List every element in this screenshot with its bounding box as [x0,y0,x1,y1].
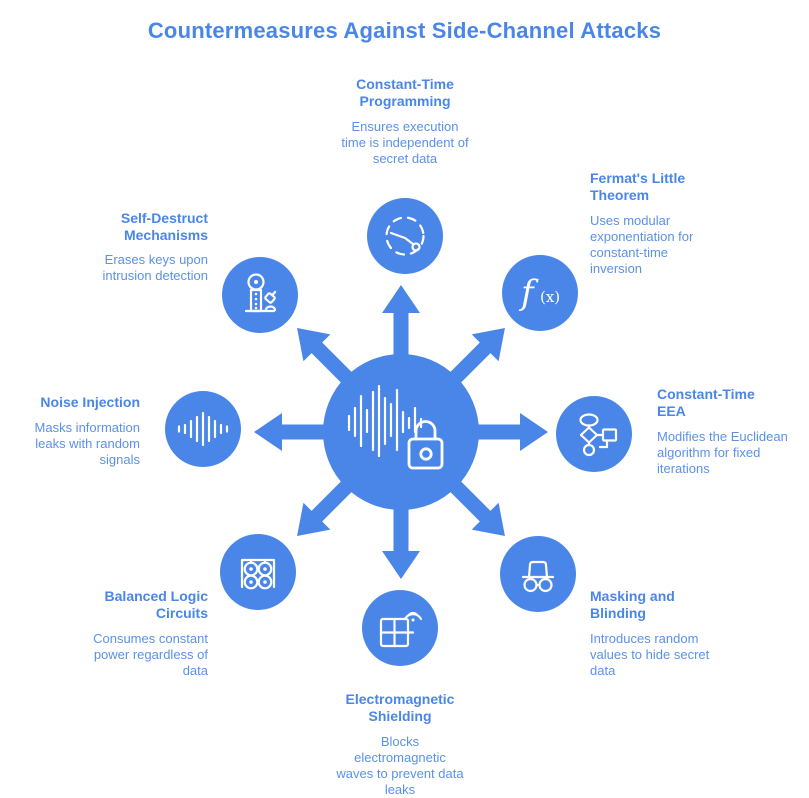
node-description: Masks information leaks with random sign… [34,420,140,467]
center-hub [254,285,548,579]
arrow-down [382,502,420,579]
node-description: Uses modular exponentiation for constant… [590,213,694,276]
detonator-icon [222,257,298,333]
timer-icon [367,198,443,274]
node-noise-injection: Noise Injection Masks information leaks … [20,394,140,468]
arrow-down-right [446,477,505,536]
function-icon: f (x) [502,255,578,331]
node-description: Modifies the Euclidean algorithm for fix… [657,429,788,476]
node-title: Noise Injection [40,394,140,410]
waveform-lock-icon [347,384,444,470]
node-title: Balanced Logic Circuits [104,588,208,621]
node-title: Constant-Time Programming [356,76,454,109]
node-balanced-logic-circuits: Balanced Logic Circuits Consumes constan… [58,588,208,679]
node-constant-time-eea: Constant-Time EEA Modifies the Euclidean… [657,386,807,477]
center-circle [323,354,479,510]
node-masking-and-blinding: Masking and Blinding Introduces random v… [590,588,730,679]
node-title: Electromagnetic Shielding [345,691,455,724]
audio-waveform-icon [165,391,241,467]
node-title: Self-Destruct Mechanisms [120,210,208,243]
node-self-destruct-mechanisms: Self-Destruct Mechanisms Erases keys upo… [58,210,208,284]
arrow-left [254,413,331,451]
incognito-icon [500,536,576,612]
flowchart-icon [556,396,632,472]
function-x-glyph: (x) [540,288,560,306]
node-electromagnetic-shielding: Electromagnetic Shielding Blocks electro… [320,691,480,798]
arrow-up-left [297,328,356,387]
arrow-up [382,285,420,362]
page-title: Countermeasures Against Side-Channel Att… [147,18,662,43]
arrow-down-left [297,477,356,536]
node-description: Blocks electromagnetic waves to prevent … [336,734,464,797]
node-description: Erases keys upon intrusion detection [102,252,208,283]
node-description: Ensures execution time is independent of… [341,119,469,166]
node-description: Consumes constant power regardless of da… [93,631,208,678]
circuit-burners-icon [220,534,296,610]
window-signal-icon [362,590,438,666]
node-constant-time-programming: Constant-Time Programming Ensures execut… [325,76,485,167]
node-title: Constant-Time EEA [657,386,755,419]
node-title: Fermat's Little Theorem [590,170,686,203]
arrow-right [471,413,548,451]
node-description: Introduces random values to hide secret … [590,631,710,678]
node-title: Masking and Blinding [590,588,675,621]
arrow-up-right [446,328,505,387]
node-fermats-little-theorem: Fermat's Little Theorem Uses modular exp… [590,170,715,277]
